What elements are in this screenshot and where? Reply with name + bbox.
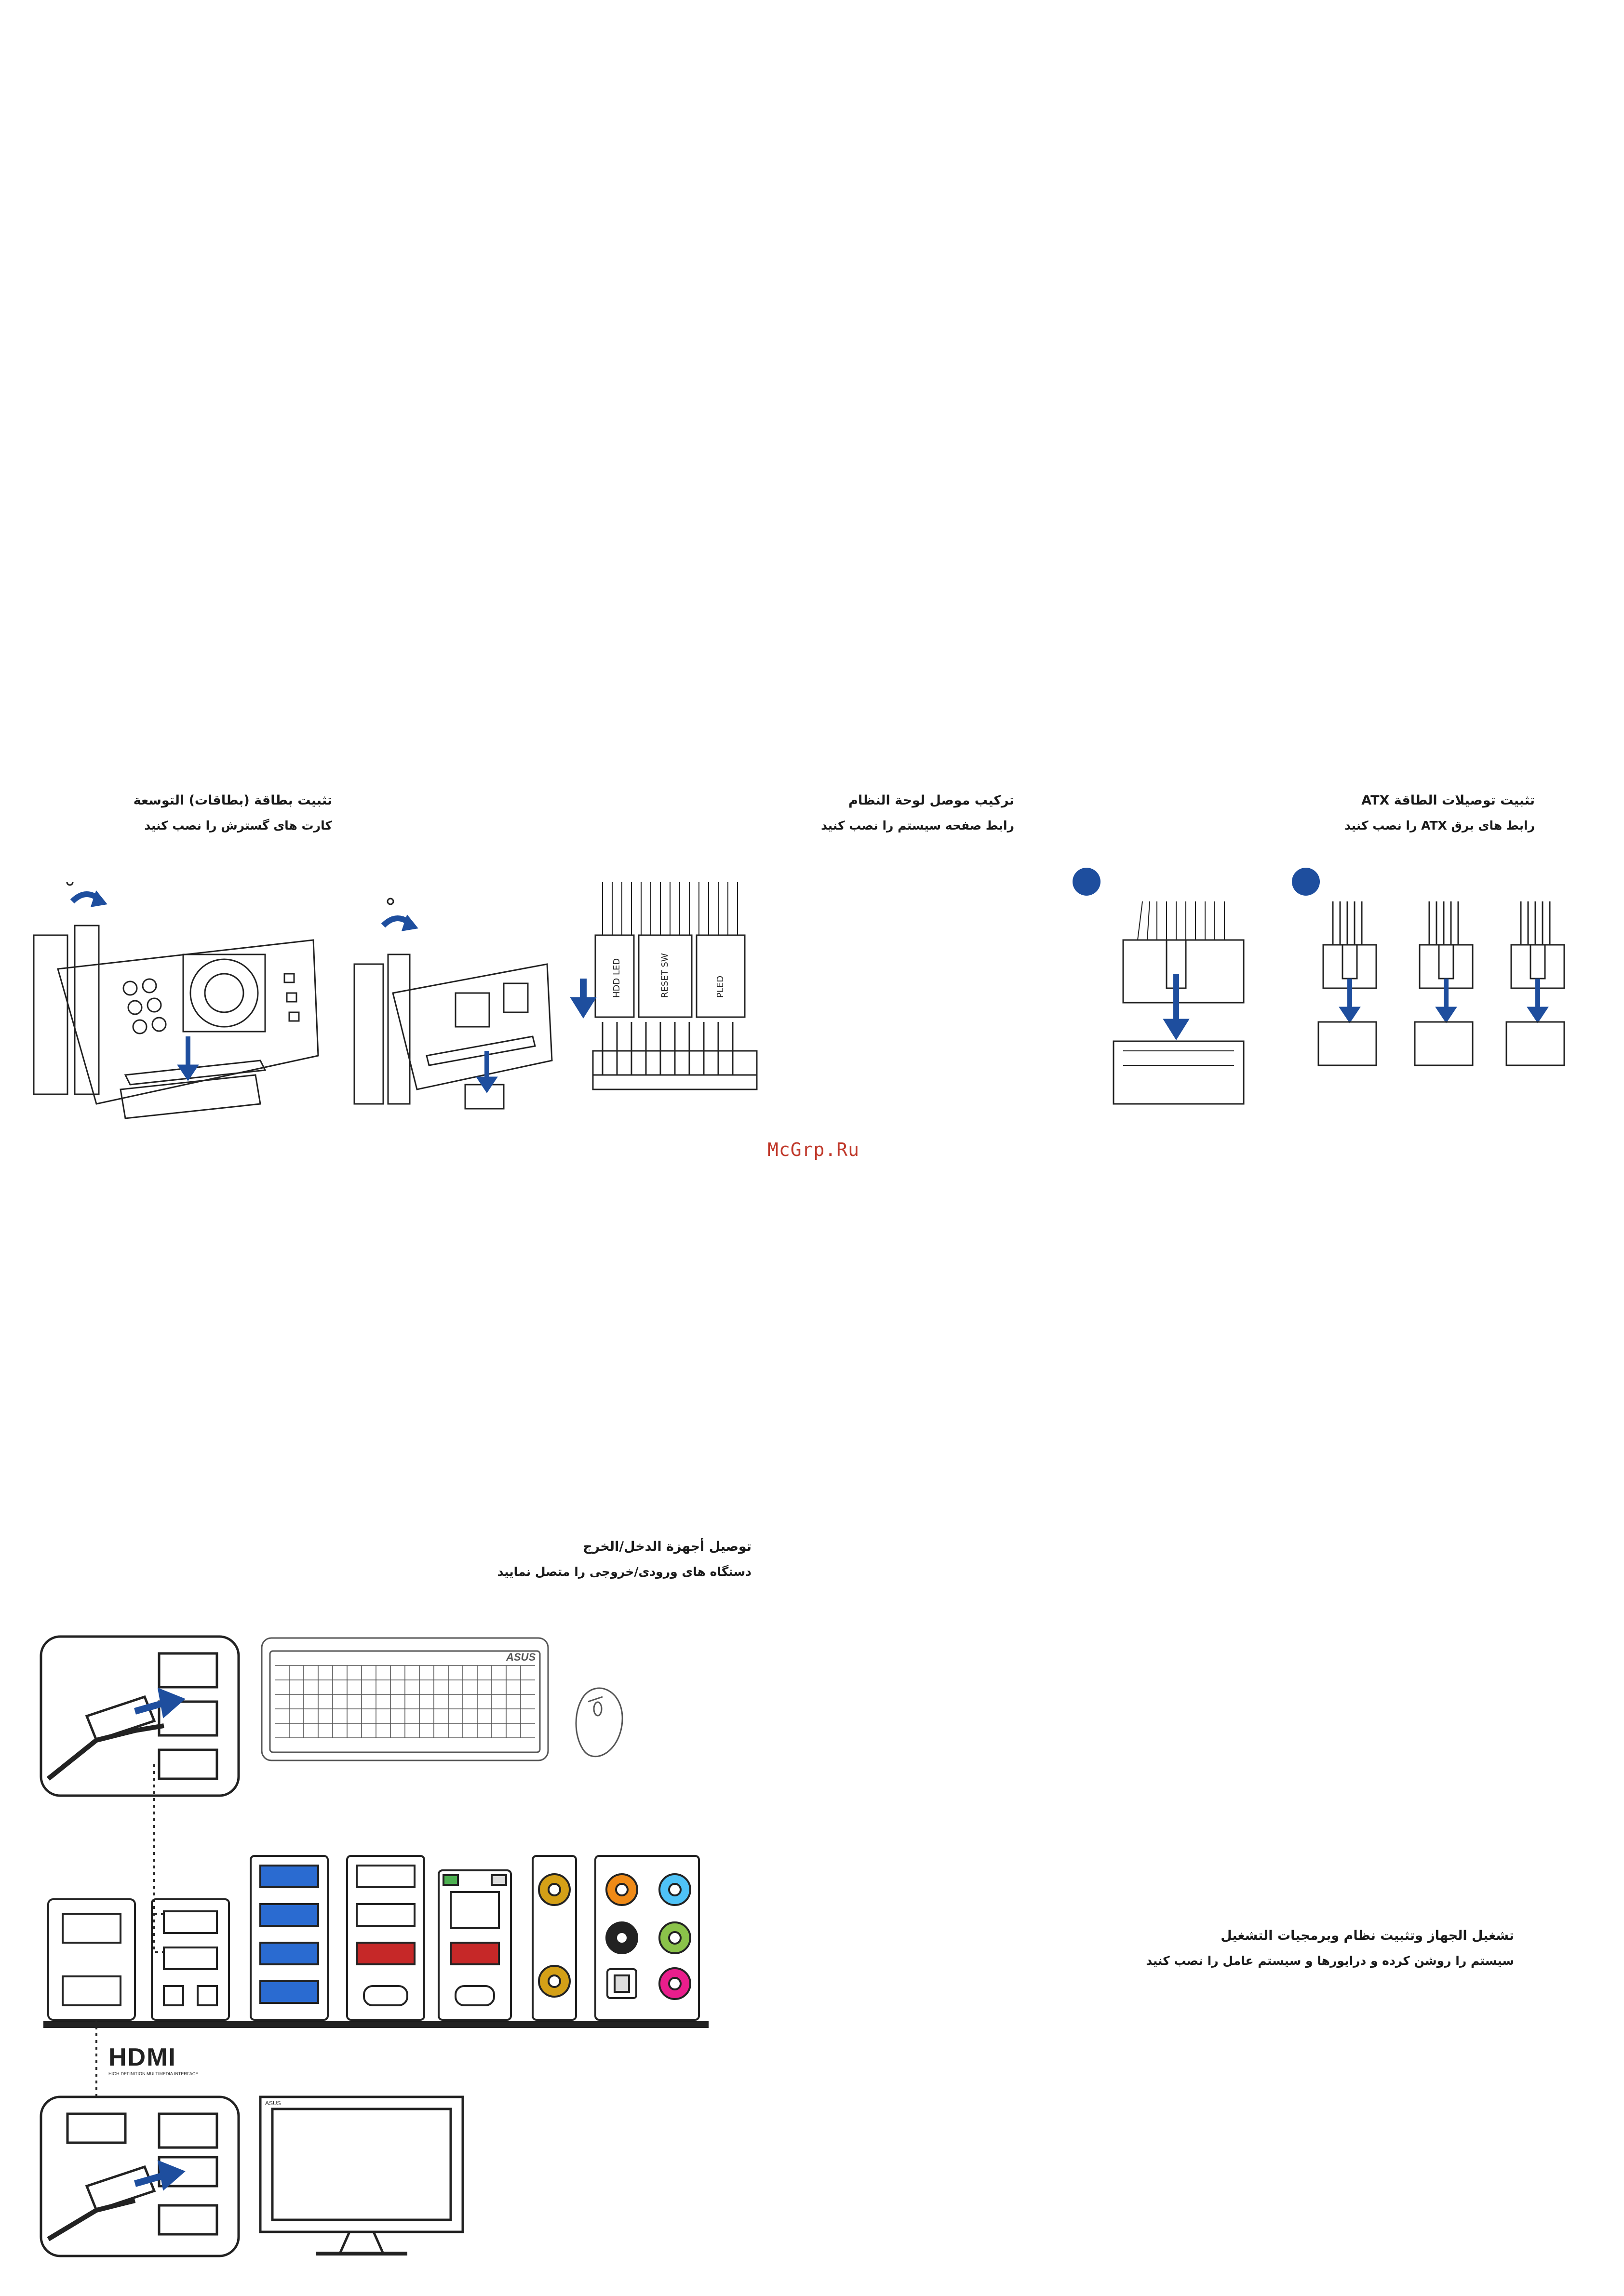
panel-label-reset: RESET SW — [660, 953, 670, 998]
callout-dotted-lines — [92, 1764, 169, 2102]
expansion-title-ar: تثبيت بطاقة (بطاقات) التوسعة — [133, 793, 332, 808]
power-title-ar: تشغيل الجهاز وتثبيت نظام وبرمجيات التشغي… — [1221, 1928, 1514, 1943]
mouse-illustration — [569, 1682, 627, 1764]
panel-label-hdd: HDD LED — [612, 958, 622, 998]
rear-io-panel — [43, 1851, 709, 2029]
io-title-ar: توصيل أجهزة الدخل/الخرج — [583, 1539, 752, 1554]
monitor-illustration: ASUS — [258, 2095, 465, 2258]
atx-title-ar: تثبيت توصيلات الطاقة ATX — [1361, 793, 1535, 808]
expansion-heading: تثبيت بطاقة (بطاقات) التوسعة کارت های گس… — [134, 788, 332, 838]
hdmi-logo: HDMI HIGH-DEFINITION MULTIMEDIA INTERFAC… — [108, 2044, 253, 2078]
panel-heading: تركيب موصل لوحة النظام رابط صفحه سیستم ر… — [821, 788, 1014, 838]
power-title-fa: سیستم را روشن کرده و درایورها و سیستم عا… — [1146, 1954, 1514, 1968]
graphics-card-illustration — [29, 882, 333, 1133]
hdmi-tagline: HIGH-DEFINITION MULTIMEDIA INTERFACE — [108, 2071, 198, 2076]
usb-plug-callout — [39, 1634, 241, 1798]
monitor-brand: ASUS — [265, 2100, 281, 2107]
watermark: McGrp.Ru — [767, 1139, 860, 1160]
step-badge-a — [1073, 868, 1101, 896]
pcie-card-illustration — [349, 897, 557, 1118]
panel-label-pled: PLED — [715, 976, 725, 998]
atx-heading: تثبيت توصيلات الطاقة ATX رابط های برق AT… — [1344, 788, 1535, 838]
io-heading: توصيل أجهزة الدخل/الخرج دستگاه های ورودی… — [497, 1534, 752, 1584]
atx-24pin-illustration — [1094, 897, 1258, 1109]
step-badge-b — [1292, 868, 1320, 896]
panel-title-fa: رابط صفحه سیستم را نصب کنید — [821, 819, 1014, 832]
expansion-title-fa: کارت های گسترش را نصب کنید — [144, 819, 332, 832]
atx-title-fa: رابط های برق ATX را نصب کنید — [1344, 819, 1535, 832]
hdmi-logo-text: HDMI — [108, 2044, 176, 2071]
atx-8pin-illustration — [1309, 897, 1579, 1070]
io-title-fa: دستگاه های ورودی/خروجی را متصل نمایید — [497, 1565, 752, 1579]
panel-title-ar: تركيب موصل لوحة النظام — [848, 793, 1014, 808]
keyboard-illustration: ASUS — [260, 1637, 550, 1762]
power-heading: تشغيل الجهاز وتثبيت نظام وبرمجيات التشغي… — [1146, 1923, 1514, 1974]
keyboard-brand: ASUS — [506, 1651, 536, 1663]
system-panel-connector-illustration: HDD LED RESET SW PLED — [569, 877, 791, 1128]
hdmi-plug-callout — [39, 2095, 241, 2258]
